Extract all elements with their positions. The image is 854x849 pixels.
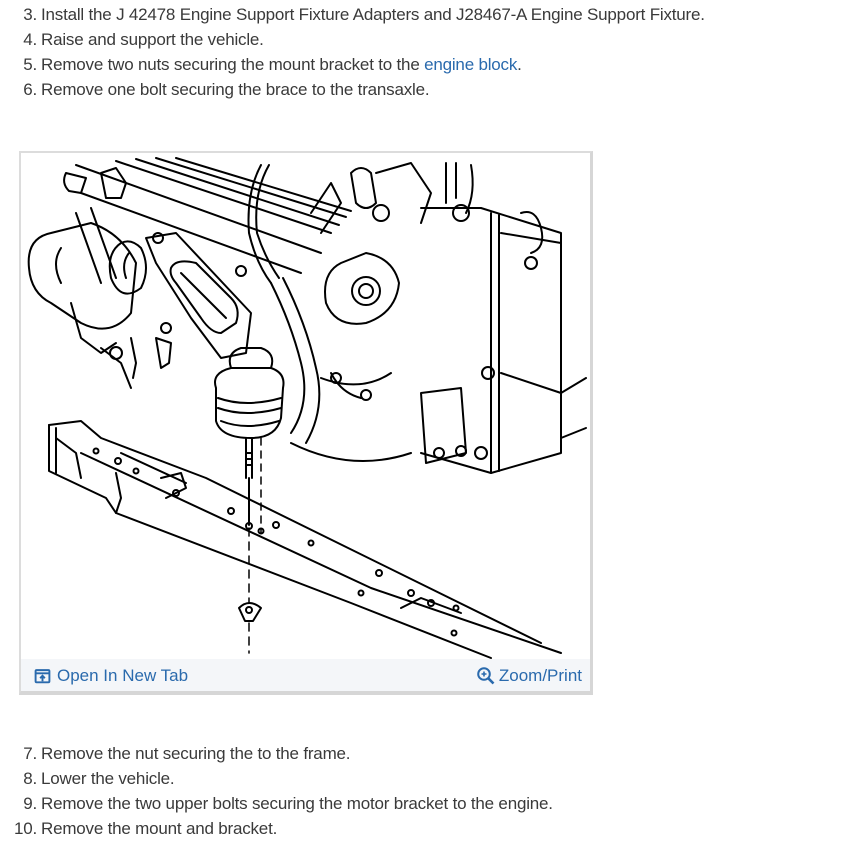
step-text: Install the J 42478 Engine Support Fixtu… (41, 5, 705, 24)
step-text: Remove one bolt securing the brace to th… (41, 80, 430, 99)
open-in-new-tab-icon (34, 668, 51, 683)
step-text: Raise and support the vehicle. (41, 30, 264, 49)
open-in-new-tab-label: Open In New Tab (57, 666, 189, 685)
step-text: Lower the vehicle. (41, 769, 175, 788)
diagram-figure: Open In New Tab Zoom/Print (19, 151, 593, 695)
step-text: Remove the mount and bracket. (41, 819, 278, 838)
step-number: 9. (23, 794, 37, 813)
step-number: 3. (23, 5, 37, 24)
step-number: 8. (23, 769, 37, 788)
step-9: 9.Remove the two upper bolts securing th… (0, 791, 553, 816)
zoom-print-label: Zoom/Print (498, 666, 582, 685)
step-10: 10.Remove the mount and bracket. (0, 816, 553, 841)
step-number: 4. (23, 30, 37, 49)
step-number: 5. (23, 55, 37, 74)
step-text: Remove the two upper bolts securing the … (41, 794, 553, 813)
step-number: 7. (23, 744, 37, 763)
zoom-print-button[interactable]: Zoom/Print (476, 665, 582, 687)
procedure-steps-top: 3.Install the J 42478 Engine Support Fix… (0, 2, 705, 102)
step-text: Remove two nuts securing the mount brack… (41, 55, 425, 74)
figure-toolbar: Open In New Tab Zoom/Print (21, 659, 590, 691)
open-in-new-tab-button[interactable]: Open In New Tab (34, 665, 188, 687)
step-text: Remove the nut securing the to the frame… (41, 744, 351, 763)
zoom-in-icon (477, 667, 495, 685)
procedure-steps-bottom: 7.Remove the nut securing the to the fra… (0, 741, 553, 841)
step-number: 6. (23, 80, 37, 99)
engine-mount-diagram[interactable] (21, 153, 590, 659)
step-4: 4.Raise and support the vehicle. (0, 27, 705, 52)
step-6: 6.Remove one bolt securing the brace to … (0, 77, 705, 102)
step-7: 7.Remove the nut securing the to the fra… (0, 741, 553, 766)
step-number: 10. (13, 819, 37, 838)
step-5: 5.Remove two nuts securing the mount bra… (0, 52, 705, 77)
step-8: 8.Lower the vehicle. (0, 766, 553, 791)
step-text-end: . (517, 55, 522, 74)
engine-block-link[interactable]: engine block (424, 55, 518, 74)
step-3: 3.Install the J 42478 Engine Support Fix… (0, 2, 705, 27)
